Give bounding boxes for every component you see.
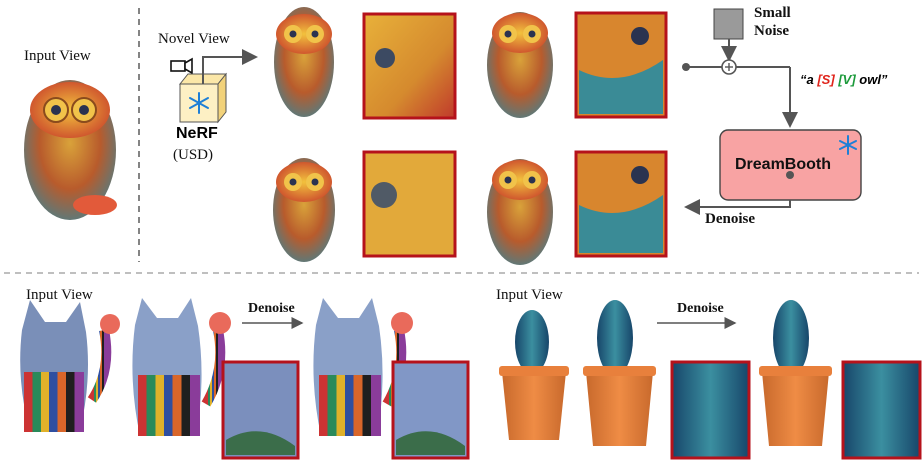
dreambooth-label: DreamBooth (735, 156, 831, 174)
cat-crop-2 (393, 362, 468, 458)
top-crop-2 (576, 13, 666, 117)
bottom-crop-1 (364, 152, 455, 256)
input-owl-image (24, 80, 117, 220)
novel-view-label: Novel View (158, 31, 230, 48)
prompt-s-token: [S] (817, 72, 834, 87)
cat-crop-1 (223, 362, 298, 458)
bottom-crop-2 (576, 152, 666, 256)
prompt-close: owl” (856, 72, 888, 87)
cactus-crop-2 (843, 362, 920, 458)
top-owl-1 (274, 7, 334, 117)
prompt-open: “a (800, 72, 817, 87)
top-owl-2 (487, 12, 553, 118)
novel-cactus-image (583, 300, 656, 446)
bottom-owl-1 (273, 158, 335, 262)
input-cactus-image (499, 310, 569, 440)
novel-cat-image (132, 298, 231, 436)
bottom-owl-2 (487, 159, 553, 265)
top-crop-1 (364, 14, 455, 118)
noise-label-line2: Noise (754, 23, 789, 40)
input-view-label: Input View (24, 48, 91, 65)
cactus-crop-1 (672, 362, 749, 458)
bottom-right-denoise-label: Denoise (677, 301, 724, 317)
prompt-v-token: [V] (838, 72, 855, 87)
noise-square-icon (714, 9, 743, 39)
denoise-arrow (686, 200, 790, 207)
bottom-left-denoise-label: Denoise (248, 301, 295, 317)
top-denoise-label: Denoise (705, 211, 755, 228)
camera-icon (171, 59, 192, 73)
nerf-label: NeRF (176, 125, 218, 143)
plus-circle-icon (722, 60, 736, 74)
nerf-sublabel: (USD) (173, 147, 213, 164)
noise-label-line1: Small (754, 5, 791, 22)
input-cat-image (20, 300, 120, 432)
denoised-cactus-image (759, 300, 832, 446)
bottom-right-input-view-label: Input View (496, 287, 563, 304)
bottom-left-input-view-label: Input View (26, 287, 93, 304)
prompt-text: “a [S] [V] owl” (800, 72, 887, 87)
